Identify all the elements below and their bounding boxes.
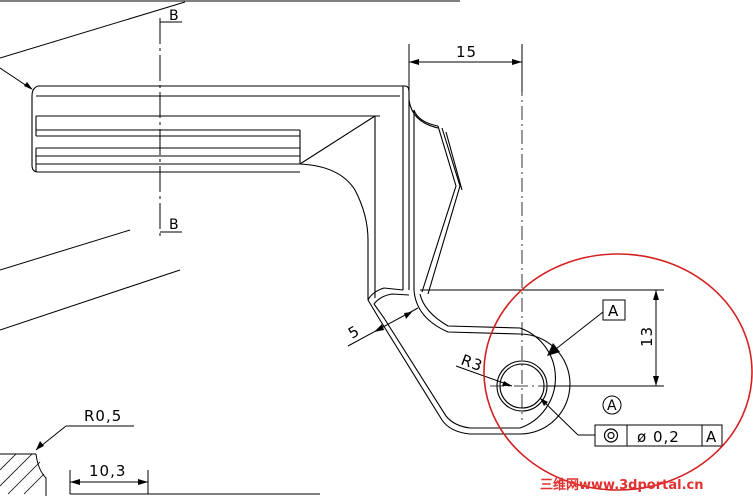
datum-a-label: A	[608, 302, 619, 320]
tolerance-frame	[594, 424, 723, 447]
highlight-circle	[483, 253, 753, 491]
r3-label: R3	[459, 351, 486, 375]
dim-15-label: 15	[456, 43, 477, 61]
dim-15-arrow-left-icon	[409, 59, 419, 65]
dim-5-arrow-icon	[374, 324, 384, 332]
dim-103-label: 10,3	[89, 462, 126, 480]
datum-a-leader	[551, 311, 604, 353]
tolerance-leader	[539, 397, 595, 436]
section-label-top: B	[169, 8, 179, 24]
dim-15-lines	[408, 44, 523, 92]
corner-detail	[0, 425, 320, 496]
dim-103-arrow-left-icon	[70, 479, 80, 485]
concentricity-icon	[603, 428, 619, 443]
section-label-bottom: B	[169, 217, 179, 233]
tolerance-value: ø 0,2	[637, 428, 680, 446]
tolerance-datum-ref: A	[706, 428, 717, 446]
edge-leader	[0, 67, 31, 89]
dim-13-arrow-bottom-icon	[653, 376, 659, 386]
datum-a-circle	[602, 395, 622, 415]
part-outline	[31, 85, 571, 435]
r05-label: R0,5	[84, 407, 122, 425]
hatching	[0, 453, 45, 495]
center-lines	[490, 58, 556, 420]
dim-103-arrow-right-icon	[138, 479, 148, 485]
section-line-b	[159, 18, 182, 236]
tolerance-arrow-icon	[540, 398, 548, 406]
r3-arrow-icon	[502, 381, 512, 386]
dim-13-lines	[420, 289, 664, 387]
dim-15-arrow-right-icon	[512, 59, 522, 65]
r05-arrow-icon	[36, 441, 44, 450]
datum-a-box	[602, 299, 626, 321]
datum-triangle-icon	[547, 343, 560, 356]
edge-leader-arrow-icon	[24, 82, 33, 90]
dim-13-label: 13	[638, 326, 656, 347]
frame-lines	[0, 0, 460, 331]
dim-13-arrow-top-icon	[653, 290, 659, 300]
datum-a-circle-label: A	[607, 398, 617, 414]
dim-5-arrow-2-icon	[404, 312, 412, 319]
watermark: 三维网www.3dportal.cn	[540, 477, 703, 493]
